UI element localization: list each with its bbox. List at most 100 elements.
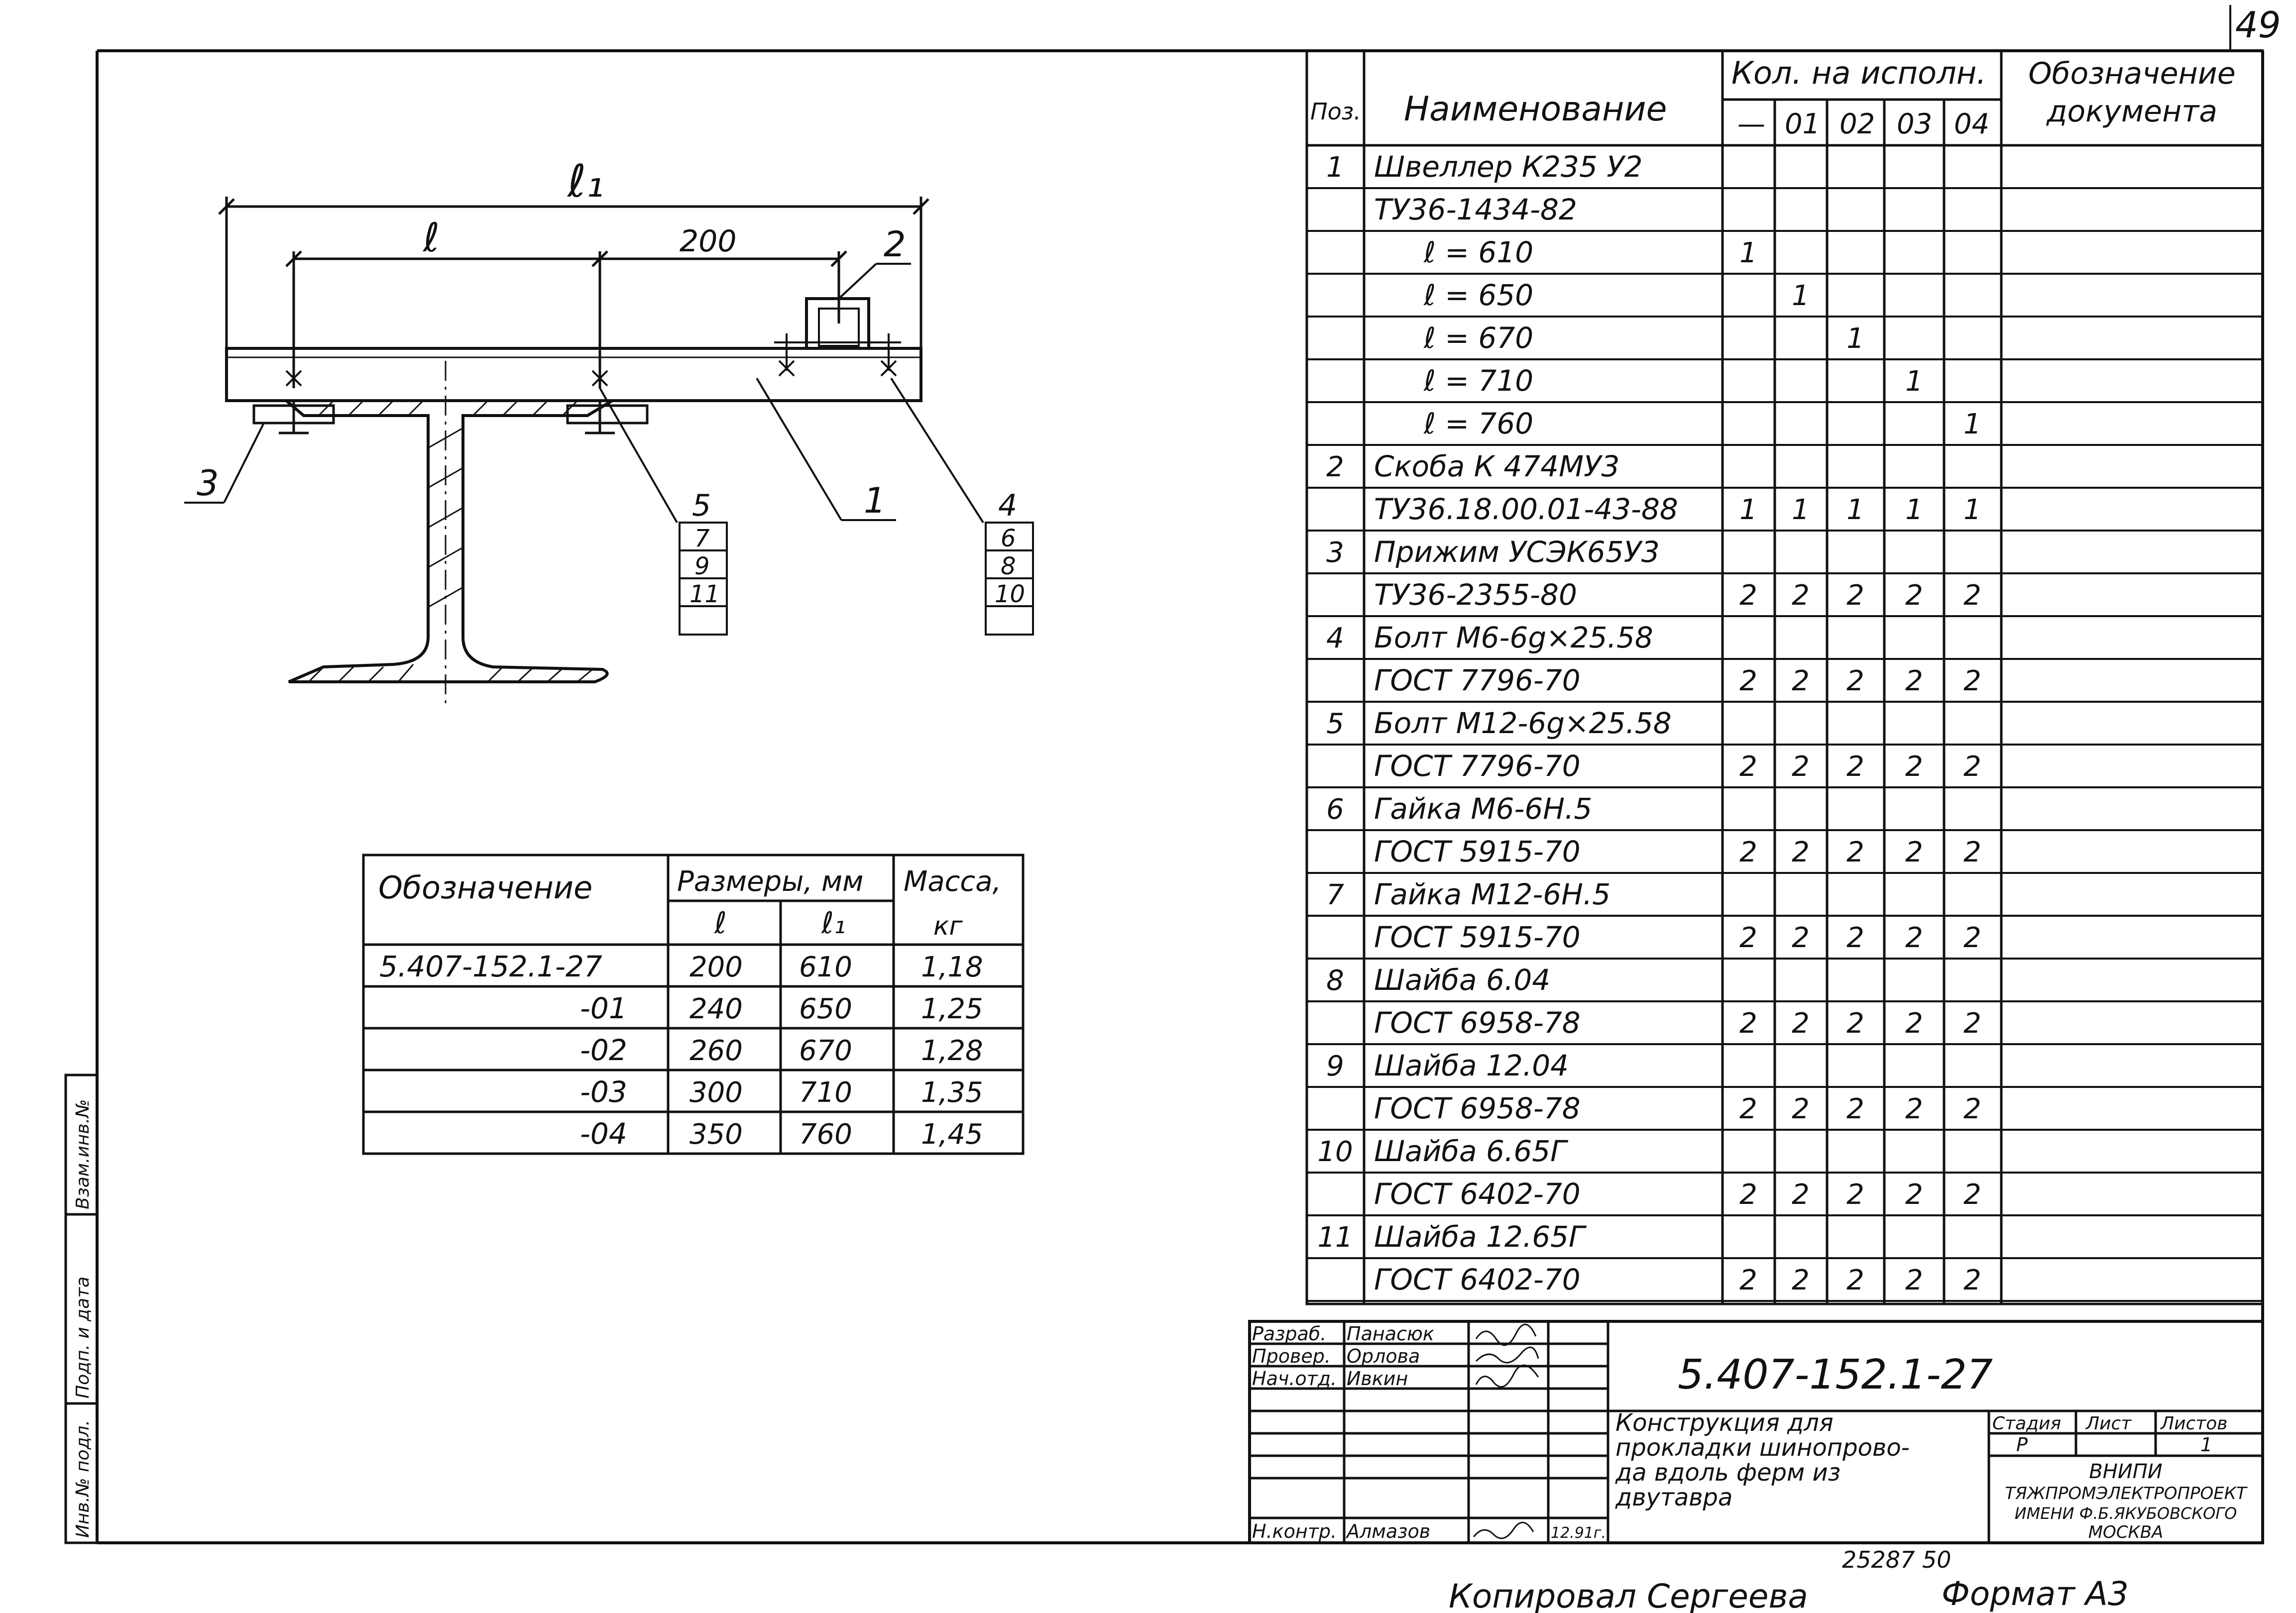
spec-row-pos: 7	[1326, 879, 1344, 911]
spec-row-qty: 2	[1739, 1093, 1757, 1125]
name-checker: Орлова	[1347, 1345, 1420, 1367]
callout-7: 7	[694, 525, 710, 552]
spec-row-name: ТУ36.18.00.01-43-88	[1374, 492, 1678, 526]
spec-row-qty: 1	[1963, 494, 1981, 526]
spec-row-name: ГОСТ 5915-70	[1374, 835, 1581, 868]
spec-row-qty: 1	[1792, 494, 1810, 526]
stamp-sign-label: Подп. и дата	[73, 1277, 93, 1398]
spec-row-qty: 2	[1792, 751, 1810, 783]
spec-row-name: ГОСТ 6958-78	[1374, 1091, 1581, 1125]
size-table	[362, 854, 1025, 1155]
spec-row-qty: 2	[1792, 579, 1810, 612]
spec-row-qty: 2	[1792, 922, 1810, 954]
spec-header-text: Поз. Наименование Кол. на исполн. — 01 0…	[1310, 55, 2236, 140]
spec-row-name: ГОСТ 5915-70	[1374, 920, 1581, 954]
spec-row-pos: 6	[1326, 793, 1344, 826]
spec-row-qty: 2	[1963, 922, 1981, 954]
size-table-text: Обозначение Размеры, мм ℓ ℓ₁ Масса, кг 5…	[378, 865, 1001, 1151]
size-row-designation: -03	[580, 1075, 627, 1109]
spec-row-name: Скоба К 474МУ3	[1374, 449, 1619, 483]
role-norm-control: Н.контр.	[1252, 1520, 1337, 1542]
spec-row-qty: 2	[1963, 751, 1981, 783]
size-row-designation: -02	[580, 1033, 627, 1067]
spec-row-qty: 1	[1905, 494, 1923, 526]
spec-row-qty: 2	[1963, 836, 1981, 868]
spec-header-qty-group: Кол. на исполн.	[1731, 55, 1986, 91]
size-row-mass: 1,35	[921, 1076, 983, 1109]
spec-row-qty: 2	[1846, 1264, 1864, 1296]
size-row-mass: 1,25	[921, 993, 983, 1025]
description-line: Конструкция для	[1615, 1409, 1834, 1437]
spec-row-qty: 2	[1905, 1007, 1923, 1040]
spec-row-qty: 2	[1792, 1093, 1810, 1125]
org-line: МОСКВА	[2088, 1522, 2164, 1542]
dimension-l: ℓ	[422, 215, 440, 261]
callout-3: 3	[197, 463, 219, 504]
size-row-l: 350	[689, 1118, 743, 1151]
spec-row-name: Швеллер К235 У2	[1374, 150, 1643, 184]
spec-row-qty: 2	[1739, 1179, 1757, 1211]
size-row-l: 200	[689, 951, 743, 983]
spec-row-qty: 2	[1905, 836, 1923, 868]
spec-row-qty: 2	[1963, 579, 1981, 612]
spec-row-name: ГОСТ 7796-70	[1374, 663, 1581, 697]
spec-row-qty: 2	[1792, 665, 1810, 697]
spec-row-pos: 10	[1317, 1136, 1353, 1168]
spec-row-qty: 2	[1963, 665, 1981, 697]
spec-row-qty: 2	[1963, 1093, 1981, 1125]
spec-row-qty: 2	[1739, 1264, 1757, 1296]
sheets-value: 1	[2200, 1434, 2212, 1456]
role-developer: Разраб.	[1252, 1323, 1326, 1345]
size-row-l1: 710	[799, 1076, 852, 1109]
spec-row-qty: 2	[1846, 836, 1864, 868]
spec-header-pos: Поз.	[1310, 98, 1361, 125]
spec-row-pos: 2	[1326, 451, 1344, 483]
spec-row-pos: 5	[1326, 708, 1344, 740]
spec-row-qty: 2	[1846, 1093, 1864, 1125]
spec-header-qty-03: 03	[1897, 108, 1932, 140]
spec-row-qty: 1	[1739, 494, 1757, 526]
spec-row-name: ℓ = 760	[1423, 407, 1533, 440]
sheet-number: 49	[2235, 4, 2281, 46]
size-row-designation: -01	[580, 991, 627, 1025]
stage-value: Р	[2016, 1434, 2028, 1456]
name-norm-control: Алмазов	[1345, 1520, 1430, 1542]
spec-row-name: ГОСТ 6402-70	[1374, 1263, 1581, 1296]
left-stamp	[64, 1074, 99, 1544]
callout-6: 6	[1001, 525, 1016, 552]
spec-row-qty: 2	[1905, 1179, 1923, 1211]
org-line: ТЯЖПРОМЭЛЕКТРОПРОЕКТ	[2005, 1484, 2248, 1504]
spec-header-qty-dash: —	[1737, 108, 1765, 140]
spec-row-qty: 2	[1963, 1007, 1981, 1040]
stamp-inv-label: Инв.№ подл.	[73, 1420, 93, 1538]
sheet-label: Лист	[2085, 1413, 2132, 1434]
spec-row-name: ТУ36-1434-82	[1374, 193, 1577, 226]
size-row-l1: 650	[799, 993, 852, 1025]
size-row-mass: 1,28	[921, 1035, 983, 1067]
spec-row-qty: 2	[1905, 1264, 1923, 1296]
spec-row-name: ТУ36-2355-80	[1374, 578, 1577, 612]
callout-9: 9	[694, 552, 710, 580]
spec-row-name: ГОСТ 6402-70	[1374, 1177, 1581, 1211]
callout-10: 10	[995, 580, 1025, 608]
size-header-mass: Масса,	[904, 865, 1001, 898]
spec-row-qty: 2	[1739, 922, 1757, 954]
spec-row-name: Шайба 12.65Г	[1374, 1220, 1587, 1254]
spec-row-name: ℓ = 610	[1423, 235, 1533, 269]
callout-8: 8	[1001, 552, 1016, 580]
title-block	[1248, 1320, 2264, 1544]
callout-2: 2	[884, 224, 906, 265]
size-row-l: 300	[689, 1076, 743, 1109]
spec-row-qty: 1	[1905, 365, 1923, 398]
name-head: Ивкин	[1347, 1368, 1408, 1390]
spec-row-qty: 2	[1905, 751, 1923, 783]
dimension-l1: ℓ₁	[567, 155, 604, 208]
spec-row-pos: 1	[1326, 151, 1344, 184]
format-label: Формат А3	[1942, 1575, 2129, 1613]
spec-row-qty: 2	[1739, 1007, 1757, 1040]
spec-row-qty: 2	[1739, 751, 1757, 783]
spec-row-name: Гайка М6-6Н.5	[1374, 792, 1592, 826]
spec-header-name: Наименование	[1404, 90, 1667, 129]
archive-number: 25287 50	[1842, 1546, 1952, 1573]
spec-row-name: ГОСТ 7796-70	[1374, 749, 1581, 783]
